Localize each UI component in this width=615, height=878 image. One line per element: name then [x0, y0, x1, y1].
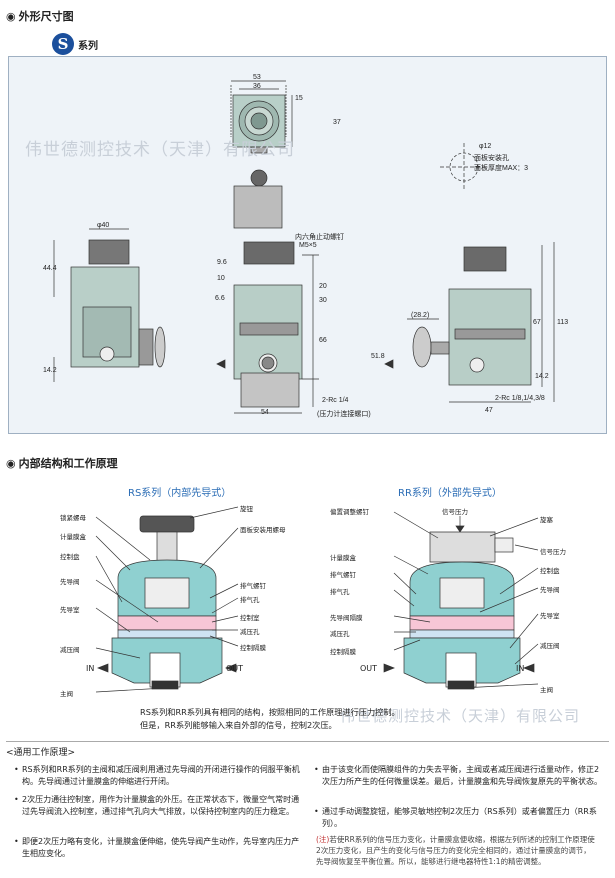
rs-label-control-chamber: 控制室	[240, 614, 260, 622]
rs-label-panel-nut: 面板安装用螺母	[240, 526, 286, 534]
m5-label: M5×5	[299, 242, 317, 249]
rr-label-pilot-valve: 先导阀	[540, 586, 560, 594]
rr-label-plug: 旋塞	[540, 516, 553, 524]
dim-15: 15	[295, 95, 303, 102]
note-remark: (注)若使RR系列的信号压力变化，计量膜盒便收缩，根据左列所述的控制工作原理使2…	[316, 834, 598, 867]
rs-label-control-diaphragm: 控制隔膜	[240, 644, 266, 652]
watermark: 伟世德测控技术（天津）有限公司	[340, 707, 581, 725]
dim-53: 53	[253, 74, 261, 81]
rs-label-reducing-hole: 减压孔	[240, 628, 260, 636]
rr-label-control-disc: 控制盘	[540, 567, 560, 575]
dim-113: 113	[557, 319, 569, 326]
dim-44-4: 44.4	[43, 265, 57, 272]
watermark: 伟世德测控技术（天津）有限公司	[25, 140, 295, 160]
note-tag: (注)	[316, 835, 330, 844]
rr-series-title: RR系列（外部先导式）	[398, 488, 502, 499]
rs-label-metering-bellows: 计量膜盒	[60, 533, 86, 541]
center-note-line-1: RS系列和RR系列具有相同的结构，按照相同的工作原理进行压力控制。	[140, 707, 400, 717]
section-title-text: 外形尺寸图	[18, 10, 74, 23]
rr-label-exhaust-screw: 排气螺钉	[330, 571, 356, 579]
dim-54: 54	[261, 409, 269, 416]
notes-divider	[6, 741, 609, 875]
dim-10: 10	[217, 275, 225, 282]
rr-label-signal-pressure: 信号压力	[540, 548, 566, 556]
port-label-2: 2-Rc 1/8,1/4,3/8	[495, 395, 545, 402]
rr-label-main-valve: 主阀	[540, 686, 553, 694]
note-left-2: •2次压力通往控制室，用作为计量膜盒的外压。在正常状态下，微量空气常时通过先导阀…	[14, 795, 300, 817]
front-view	[216, 241, 319, 414]
rs-label-control-disc: 控制盘	[60, 553, 80, 561]
rr-label-control-diaphragm: 控制隔膜	[330, 648, 356, 656]
dim-14-2b: 14.2	[535, 373, 549, 380]
note-left-1: •RS系列和RR系列的主阀和减压阀利用通过先导阀的开闭进行操作的伺服平衡机构。先…	[14, 765, 300, 787]
dim-37: 37	[333, 119, 341, 126]
note-right-2: •通过手动调整旋钮，能够灵敏地控制2次压力（RS系列）或者偏置压力（RR系列）。	[314, 807, 597, 829]
rs-label-lock-nut: 锁紧螺母	[60, 514, 86, 522]
dim-9-6: 9.6	[217, 259, 227, 266]
rr-label-metering-bellows: 计量膜盒	[330, 554, 356, 562]
top-view	[230, 80, 293, 229]
hex-screw-label: 内六角止动螺钉	[295, 234, 344, 241]
rr-label-reducing-hole: 减压孔	[330, 630, 350, 638]
rr-label-pilot-diaphragm: 先导阀隔膜	[330, 614, 363, 622]
dim-phi12: φ12	[479, 143, 492, 150]
dimension-drawing	[53, 80, 555, 414]
dim-14-2a: 14.2	[43, 367, 57, 374]
rs-label-exhaust-screw: 排气螺钉	[240, 582, 266, 590]
section-title-dimensions: ◉ 外形尺寸图	[6, 8, 74, 24]
bullet-icon: ◉	[6, 9, 16, 23]
dim-20: 20	[319, 283, 327, 290]
rr-out-label: OUT	[360, 664, 378, 673]
dim-47: 47	[485, 407, 493, 414]
section-title-text: 内部结构和工作原理	[18, 457, 118, 470]
dim-28-2: (28.2)	[411, 312, 430, 319]
series-badge: S 系列	[52, 33, 98, 55]
right-side-view	[384, 242, 555, 403]
rs-in-label: IN	[86, 664, 95, 673]
rs-series-title: RS系列（内部先导式）	[128, 488, 232, 499]
note-text: 若使RR系列的信号压力变化，计量膜盒便收缩，根据左列所述的控制工作原理使2次压力…	[316, 835, 595, 866]
rs-series-diagram	[95, 506, 239, 693]
left-side-view	[53, 228, 166, 382]
dim-51-8: 51.8	[371, 353, 385, 360]
rr-label-exhaust-hole: 排气孔	[330, 588, 350, 596]
note-left-3: •即便2次压力略有变化，计量膜盒便伸缩，使先导阀产生动作，先导室内压力产生相应变…	[14, 837, 300, 859]
panel-hole-view	[440, 143, 488, 191]
bullet-icon: ◉	[6, 456, 16, 470]
center-note-line-2: 但是，RR系列能够输入来自外部的信号，控制2次压。	[140, 720, 337, 730]
panel-hole-label: 面板安装孔	[474, 155, 509, 162]
rr-series-diagram	[383, 511, 539, 690]
dim-phi40: φ40	[97, 222, 110, 229]
rr-label-pilot-chamber: 先导室	[540, 612, 560, 620]
rr-label-signal-top: 信号压力	[442, 508, 468, 516]
rs-label-reducing-valve: 减压阀	[60, 646, 80, 654]
s-series-logo: S	[52, 33, 74, 55]
rr-label-bias-screw: 偏置调整螺钉	[330, 508, 369, 516]
dim-30: 30	[319, 297, 327, 304]
rs-label-exhaust-hole: 排气孔	[240, 596, 260, 604]
dimension-drawing-panel: 伟世德测控技术（天津）有限公司 53 36 15 37 φ12 面板安装孔 面板…	[8, 56, 607, 434]
dim-66: 66	[319, 337, 327, 344]
notes-heading: <通用工作原理>	[6, 748, 76, 758]
dim-36: 36	[253, 83, 261, 90]
section-title-structure: ◉ 内部结构和工作原理	[6, 455, 118, 471]
rs-label-knob: 旋钮	[240, 505, 253, 513]
port-label: 2-Rc 1/4	[322, 397, 349, 404]
center-note: RS系列和RR系列具有相同的结构，按照相同的工作原理进行压力控制。 但是，RR系…	[140, 706, 600, 732]
panel-thickness-label: 面板厚度MAX：3	[474, 165, 529, 172]
dim-6-6: 6.6	[215, 295, 225, 302]
port-note: (压力计连接螺口)	[317, 411, 371, 418]
rs-label-pilot-chamber: 先导室	[60, 606, 80, 614]
rr-in-label: IN	[516, 664, 525, 673]
dim-67: 67	[533, 319, 541, 326]
rr-label-reducing-valve: 减压阀	[540, 642, 560, 650]
series-label: 系列	[78, 40, 98, 52]
rs-label-main-valve: 主阀	[60, 690, 73, 698]
rs-out-label: OUT	[226, 664, 244, 673]
note-right-1: •由于该变化而使隔膜组件的力失去平衡，主阀或者减压阀进行适量动作，修正2次压力所…	[314, 765, 602, 787]
rs-label-pilot-valve: 先导阀	[60, 578, 80, 586]
